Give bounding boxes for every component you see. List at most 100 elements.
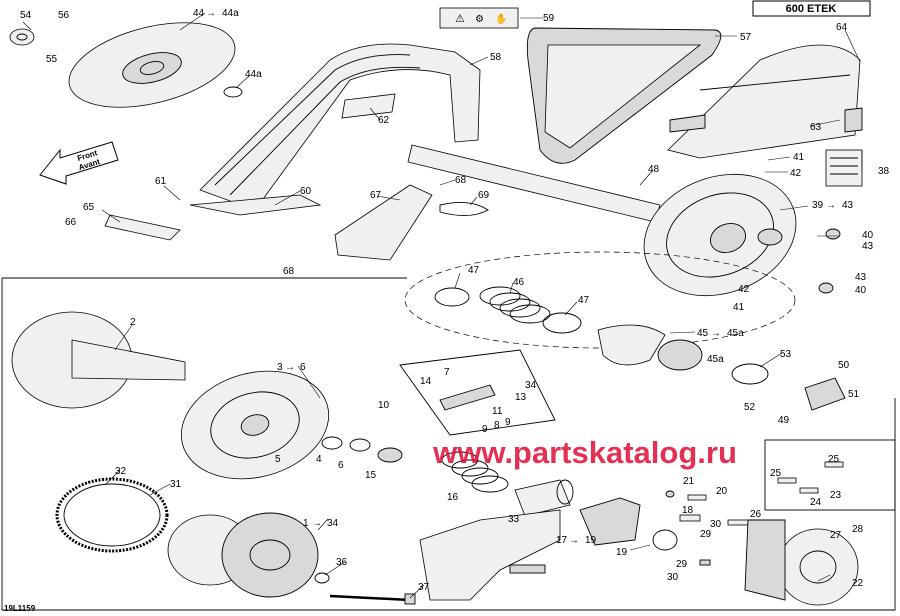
callout: 6 (338, 460, 344, 471)
callout-labels: 54 56 55 44 → 44a 44a 59 57 64 58 62 63 … (20, 8, 890, 593)
ring-part-c (377, 447, 403, 463)
bearing-housing-part (579, 497, 678, 551)
callout: 25 (770, 468, 782, 479)
callout: 51 (848, 389, 860, 400)
callout: 3 (277, 362, 283, 373)
fixed-sheave-part (11, 311, 186, 409)
callout: 23 (830, 490, 842, 501)
callout: 66 (65, 217, 77, 228)
callout: 9 (482, 424, 488, 435)
callout: 53 (780, 349, 792, 360)
callout: 20 (716, 486, 728, 497)
callout: 4 (316, 454, 322, 465)
callout: 48 (648, 164, 660, 175)
callout: 34 (327, 518, 339, 529)
detail-bolts-part (777, 461, 844, 494)
callout: 24 (810, 497, 822, 508)
callout: 43 (862, 241, 874, 252)
spring-part (479, 286, 551, 324)
callout: 60 (300, 186, 312, 197)
callout: 67 (370, 190, 382, 201)
support-plate-part (334, 184, 433, 261)
svg-text:→: → (285, 362, 295, 373)
bolt-part (329, 593, 416, 605)
group-outline (404, 251, 796, 349)
callout: 2 (130, 317, 136, 328)
cable-part (439, 201, 489, 216)
svg-text:→: → (206, 8, 216, 19)
callout: 58 (490, 52, 502, 63)
callout: 52 (744, 402, 756, 413)
callout: 25 (828, 454, 840, 465)
callout: 65 (83, 202, 95, 213)
sheave-disc-part (68, 22, 236, 108)
callout: 45a (707, 354, 724, 365)
svg-text:⚙: ⚙ (475, 14, 484, 25)
callout: 50 (838, 360, 850, 371)
callout: 15 (365, 470, 377, 481)
clutch-hub-part (744, 519, 859, 606)
spring-part-lower (441, 451, 509, 493)
callout: 27 (830, 530, 842, 541)
callout: 28 (852, 524, 864, 535)
svg-text:→: → (569, 535, 579, 546)
callout: 19 (585, 535, 597, 546)
callout: 68 (455, 175, 467, 186)
callout: 6 (300, 362, 306, 373)
callout: 30 (667, 572, 679, 583)
callout: 17 (556, 535, 568, 546)
callout: 61 (155, 176, 167, 187)
svg-text:→: → (711, 328, 721, 339)
callout: 55 (46, 54, 58, 65)
washer-part-a (434, 287, 470, 307)
tool-part (419, 509, 561, 601)
callout: 69 (478, 190, 490, 201)
callout: 36 (336, 557, 348, 568)
ring-gear-part (55, 477, 169, 553)
washer-part-b (542, 312, 582, 334)
ring-part-a (321, 436, 343, 450)
drive-pulley-assembly-part (167, 512, 319, 598)
callout: 64 (836, 22, 848, 33)
svg-text:✋: ✋ (495, 12, 507, 25)
small-bolt-parts (665, 490, 749, 566)
lever-part (439, 384, 496, 411)
front-arrow-icon: Front Avant (39, 141, 119, 185)
callout: 42 (790, 168, 802, 179)
belt-guard-part (667, 44, 863, 159)
guard-support-part (199, 43, 481, 211)
callout: 45 (697, 328, 709, 339)
washer-part-c (731, 363, 769, 385)
mounting-bracket-part (104, 194, 322, 241)
callout: 22 (852, 578, 864, 589)
retaining-ring-part (223, 86, 243, 98)
callout: 44a (245, 69, 262, 80)
callout: 1 (303, 518, 309, 529)
callout: 44 (193, 8, 205, 19)
watermark-text: www.partskatalog.ru (432, 435, 737, 470)
callout: 30 (710, 519, 722, 530)
svg-text:→: → (312, 518, 322, 529)
callout: 40 (855, 285, 867, 296)
warning-decal: ⚠ ⚙ ✋ (439, 7, 519, 29)
callout: 34 (525, 380, 537, 391)
callout: 43 (842, 200, 854, 211)
leader-lines (22, 12, 863, 599)
svg-text:⚠: ⚠ (455, 13, 465, 25)
label-sticker (825, 149, 863, 187)
callout: 40 (862, 230, 874, 241)
callout: 41 (733, 302, 745, 313)
callout: 59 (543, 13, 555, 24)
callout: 8 (494, 420, 500, 431)
clip-part (341, 93, 396, 119)
callout: 9 (505, 417, 511, 428)
callout: 33 (508, 514, 520, 525)
callout: 14 (420, 376, 432, 387)
callout: 10 (378, 400, 390, 411)
callout: 46 (513, 277, 525, 288)
washer-part-d (314, 572, 330, 584)
model-badge-text: 600 ETEK (786, 3, 837, 15)
callout: 29 (676, 559, 688, 570)
callout: 45a (727, 328, 744, 339)
